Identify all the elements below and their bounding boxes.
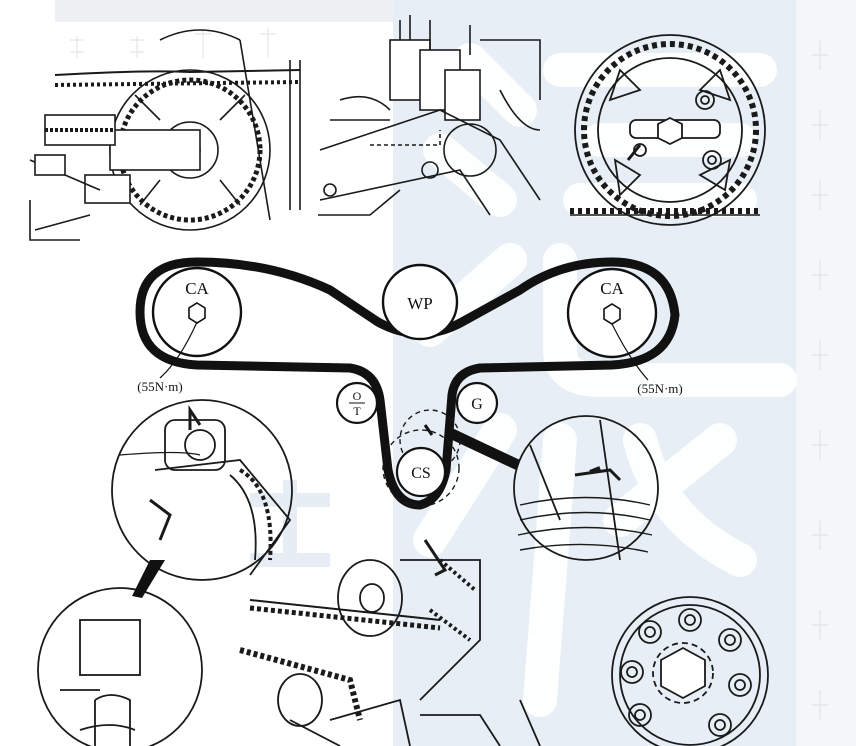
- label-tensioner-t: T: [353, 404, 361, 418]
- callout-pointer-right: [448, 428, 520, 470]
- crankshaft-pulley-illustration: [420, 596, 769, 746]
- belt-installation-illustration: [239, 539, 481, 746]
- label-tensioner-o: O: [353, 389, 362, 403]
- camshaft-sprocket-illustration: [570, 34, 766, 226]
- torque-leader-left: [159, 321, 198, 379]
- idler-pulley: [455, 381, 499, 425]
- background-text-texture: [70, 28, 828, 720]
- water-pump-pulley: [381, 263, 459, 341]
- crank-dashed-outline: [382, 429, 460, 507]
- camshaft-holder-illustration: [29, 29, 301, 241]
- camshaft-left-bolt: [188, 302, 206, 324]
- torque-label-left: (55N·m): [137, 379, 183, 394]
- camshaft-right-bolt: [603, 303, 621, 325]
- tensioner-detail-illustration: [37, 399, 293, 746]
- label-cs: CS: [411, 465, 431, 482]
- label-g: G: [471, 396, 483, 413]
- watermark: [55, 0, 856, 746]
- torque-leader-right: [611, 323, 649, 381]
- torque-label-right: (55N·m): [637, 381, 683, 396]
- timing-belt-layout: CA CA WP O T G CS (55N·m) (55N·m): [135, 257, 683, 510]
- ignition-coil-illustration: [318, 15, 541, 216]
- label-wp: WP: [407, 294, 433, 313]
- label-ca-right: CA: [600, 279, 624, 298]
- callout-pointer-left: [132, 560, 165, 598]
- crankshaft-pulley: [395, 446, 447, 498]
- timing-mark-detail-illustration: [513, 415, 659, 561]
- label-ca-left: CA: [185, 279, 209, 298]
